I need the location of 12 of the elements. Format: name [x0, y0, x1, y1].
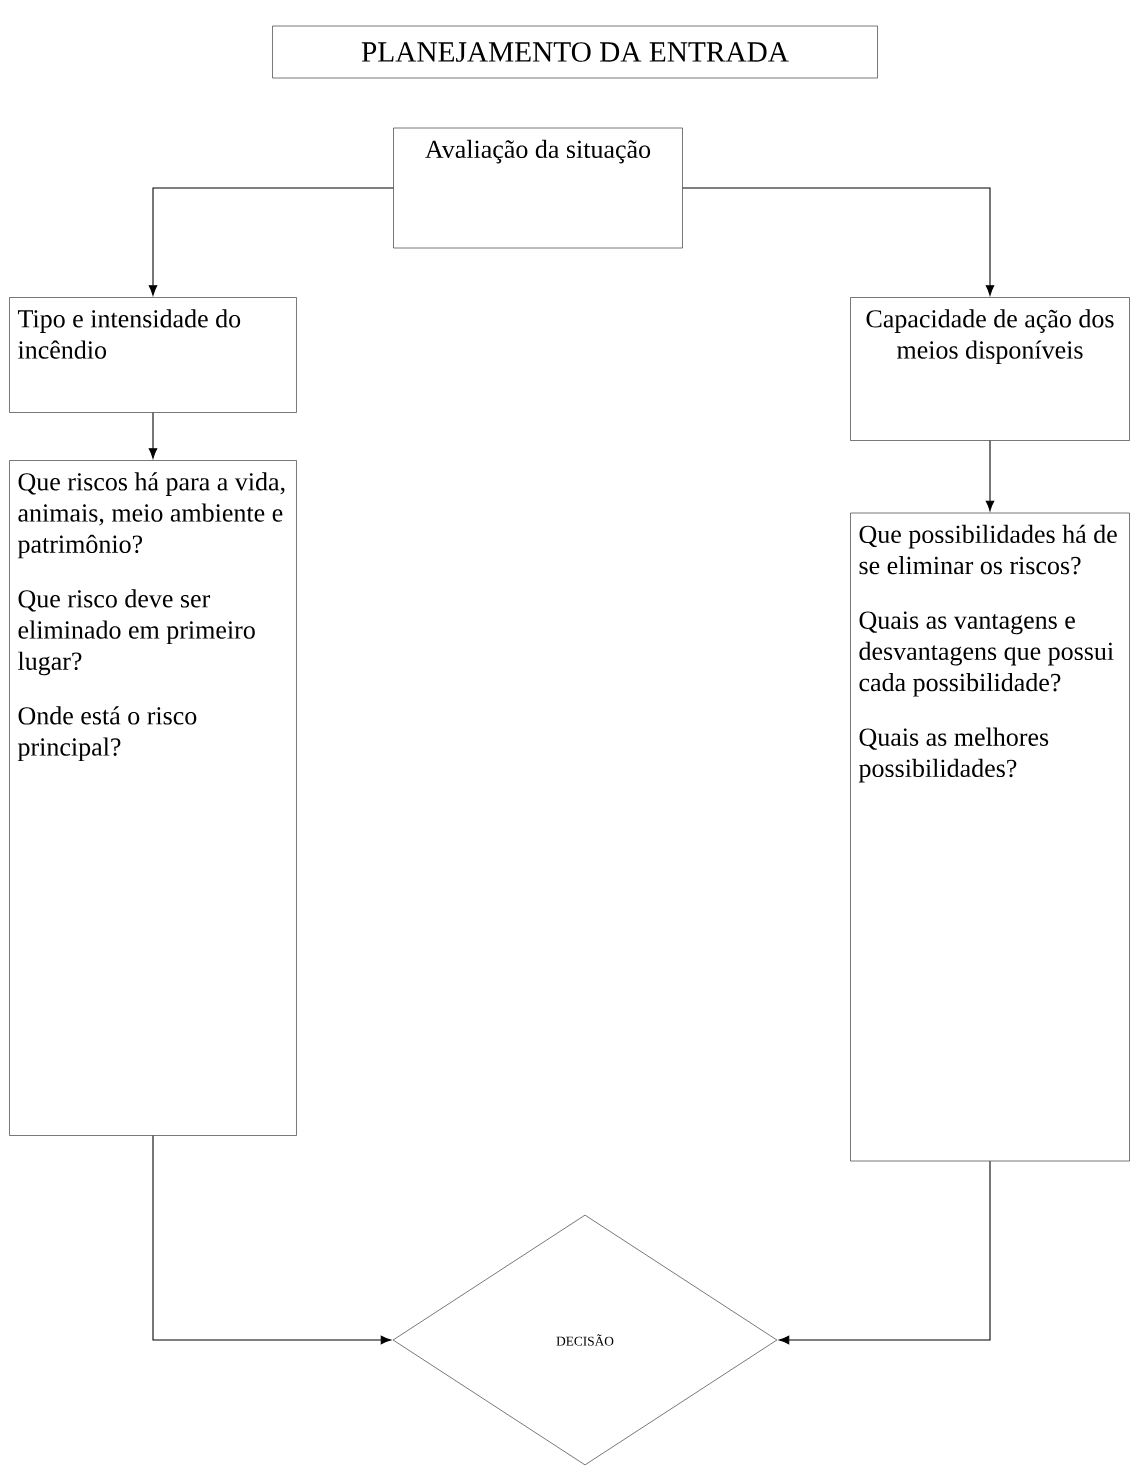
- arrow: [152, 1135, 392, 1345]
- arrow: [778, 1160, 991, 1345]
- process-box: Avaliação da situação: [393, 127, 683, 249]
- process-box: Tipo e intensidade do incêndio: [9, 297, 297, 413]
- process-box: Capacidade de ação dos meios disponíveis: [850, 297, 1130, 441]
- question-box: Que possibilidades há de se eliminar os riscos? Quais as vantagens e desvantagens que possui cada possibilidade? Quais as melhores possibilidades?: [850, 512, 1130, 1162]
- arrow: [985, 440, 995, 512]
- title-box: PLANEJAMENTO DA ENTRADA: [272, 25, 878, 79]
- arrow: [148, 412, 158, 459]
- arrow: [682, 187, 995, 296]
- question-box: Que riscos há para a vida, animais, meio ambiente e patrimônio? Que risco deve ser eliminado em primeiro lugar? Onde está o risco principal?: [9, 460, 297, 1136]
- arrow: [148, 187, 394, 296]
